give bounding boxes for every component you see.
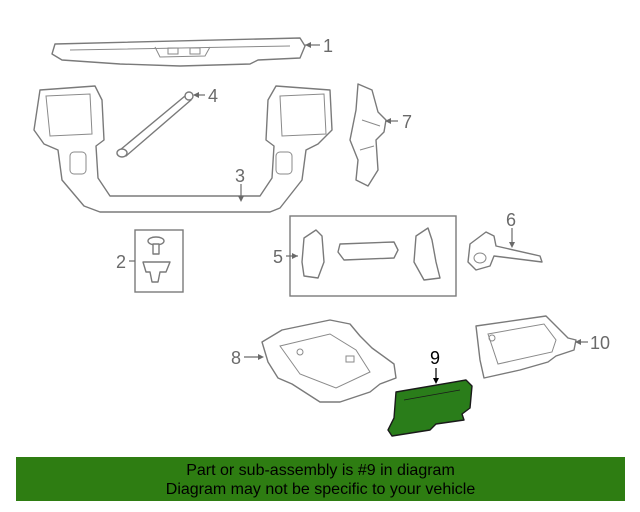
callout-9-label: 9 [430,348,440,368]
part-9-highlighted-shield[interactable] [387,379,473,437]
part-1-upper-tie-bar[interactable] [51,37,306,67]
part-8-splash-shield[interactable] [261,319,397,403]
callout-7-label: 7 [402,112,412,132]
part-info-banner: Part or sub-assembly is #9 in diagram Di… [16,457,625,501]
callout-10-label: 10 [590,333,610,353]
part-2-fastener[interactable] [142,236,171,283]
part-3-radiator-support[interactable] [33,85,333,213]
exploded-parts-diagram: 1 3 4 7 2 5 [33,36,610,437]
callout-2-label: 2 [116,252,126,272]
callout-8-label: 8 [231,348,241,368]
callout-1-label: 1 [323,36,333,56]
callout-3-label: 3 [235,166,245,186]
part-6-l-bracket[interactable] [467,231,543,271]
part-4-hood-prop-rod[interactable] [116,91,194,158]
part-5-bracket-set[interactable] [301,227,441,281]
callout-4-label: 4 [208,86,218,106]
part-10-side-panel[interactable] [475,315,577,379]
callout-6-label: 6 [506,210,516,230]
part-7-side-bracket[interactable] [349,83,387,187]
banner-line-2: Diagram may not be specific to your vehi… [165,481,476,498]
banner-line-1: Part or sub-assembly is #9 in diagram [186,462,455,479]
callout-5-label: 5 [273,247,283,267]
